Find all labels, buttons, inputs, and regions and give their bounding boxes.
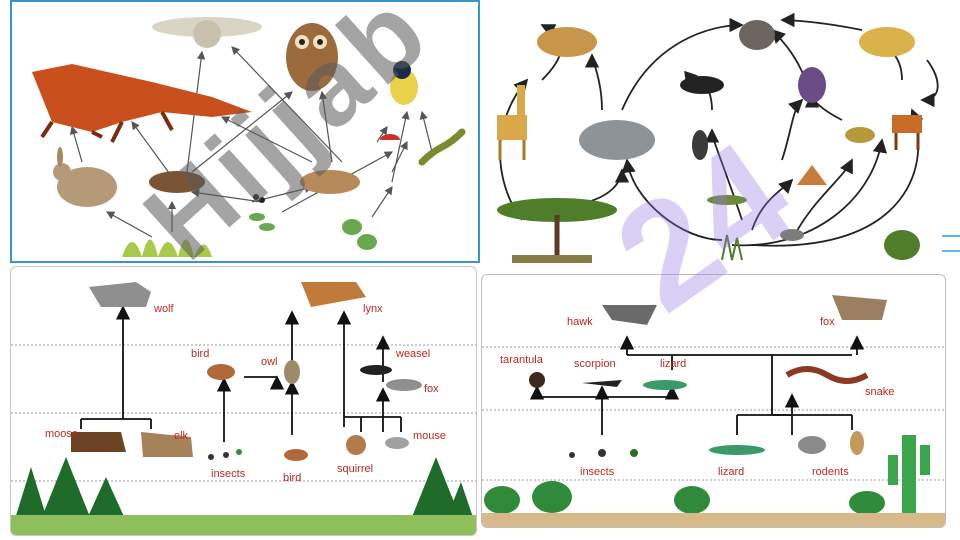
plants-illustration <box>249 194 377 250</box>
owl-illustration <box>284 360 300 384</box>
level-dividers <box>482 346 945 481</box>
fox-illustration <box>32 64 252 143</box>
woodland-food-web-diagram <box>32 17 466 257</box>
label-snake: snake <box>865 386 894 398</box>
forest-food-chain-panel: wolf lynx bird owl weasel fox moose elk … <box>10 266 477 536</box>
level-dividers <box>11 344 476 482</box>
lizard-illustration <box>709 445 765 455</box>
caracal-illustration <box>797 165 827 185</box>
grass-illustration <box>122 239 212 257</box>
mouse-illustration <box>385 437 409 449</box>
snake-illustration <box>785 366 869 384</box>
rhino-illustration <box>579 120 655 160</box>
skunk-illustration <box>680 76 724 94</box>
insects-illustration <box>208 449 242 460</box>
mouse-illustration <box>780 229 804 241</box>
antelope-illustration <box>892 115 922 150</box>
prairie-dog-illustration <box>850 431 864 455</box>
label-weasel: weasel <box>395 348 430 360</box>
hawk-illustration <box>602 305 657 325</box>
acacia-tree-illustration <box>497 198 617 263</box>
label-bird-upper: bird <box>191 348 209 360</box>
fox-illustration <box>832 295 887 320</box>
label-lynx: lynx <box>363 303 383 315</box>
grass-illustration <box>721 234 743 261</box>
savanna-food-web-diagram <box>497 12 939 263</box>
label-elk: elk <box>174 430 189 442</box>
moose-illustration <box>71 432 126 452</box>
giraffe-illustration <box>497 85 527 160</box>
slide-decoration-line <box>942 235 960 237</box>
squirrel-illustration <box>346 435 366 455</box>
shrew-illustration <box>149 171 205 193</box>
bush-illustration <box>884 230 920 260</box>
desert-food-chain-panel: hawk fox tarantula scorpion lizard snake… <box>481 274 946 528</box>
bird-illustration <box>207 364 235 380</box>
label-insects: insects <box>580 466 615 478</box>
forest-food-chain-diagram: wolf lynx bird owl weasel fox moose elk … <box>11 282 476 535</box>
mushroom-illustration <box>380 134 400 140</box>
mouse-illustration <box>300 170 360 194</box>
weasel-illustration <box>360 365 392 375</box>
label-wolf: wolf <box>153 303 175 315</box>
chain-lines <box>529 335 865 435</box>
tarantula-illustration <box>529 372 545 388</box>
desert-food-chain-diagram: hawk fox tarantula scorpion lizard snake… <box>482 295 945 527</box>
label-lizard-lower: lizard <box>718 466 744 478</box>
rabbit-illustration <box>53 147 117 207</box>
label-fox: fox <box>820 316 835 328</box>
insects-illustration <box>569 449 638 458</box>
label-rodents: rodents <box>812 466 849 478</box>
desert-shrubs-illustration <box>484 481 885 515</box>
wolf-illustration <box>89 282 151 307</box>
sand-strip <box>482 513 945 527</box>
flying-owl-illustration <box>152 17 262 48</box>
seeds-illustration <box>845 127 875 143</box>
grass-strip <box>11 515 476 535</box>
label-owl: owl <box>261 356 278 368</box>
bird-illustration <box>284 449 308 461</box>
cactus-illustration <box>888 435 930 525</box>
label-fox: fox <box>424 383 439 395</box>
lion-illustration <box>537 27 597 57</box>
label-mouse: mouse <box>413 430 446 442</box>
chain-lines <box>80 305 402 442</box>
label-lizard-upper: lizard <box>660 358 686 370</box>
fox-illustration <box>386 379 422 391</box>
vulture-illustration <box>739 20 775 50</box>
tawny-owl-illustration <box>286 23 338 91</box>
caterpillar-illustration <box>418 128 466 166</box>
leopard-illustration <box>859 27 915 57</box>
label-insects: insects <box>211 468 246 480</box>
elk-illustration <box>141 432 193 457</box>
rodent-illustration <box>798 436 826 454</box>
lynx-illustration <box>301 282 366 307</box>
baboon-illustration <box>798 67 826 103</box>
scorpion-illustration <box>582 380 622 387</box>
label-bird-lower: bird <box>283 472 301 484</box>
slide-decoration-line <box>942 250 960 252</box>
label-moose: moose <box>45 428 78 440</box>
label-hawk: hawk <box>567 316 593 328</box>
lizard-illustration <box>643 380 687 390</box>
woodland-food-web-panel <box>10 0 480 263</box>
label-scorpion: scorpion <box>574 358 616 370</box>
tit-bird-illustration <box>390 61 418 105</box>
savanna-food-web-panel <box>482 0 948 272</box>
label-squirrel: squirrel <box>337 463 373 475</box>
grasshopper-illustration <box>707 195 747 205</box>
shrike-bird-illustration <box>692 130 708 160</box>
label-tarantula: tarantula <box>500 354 544 366</box>
